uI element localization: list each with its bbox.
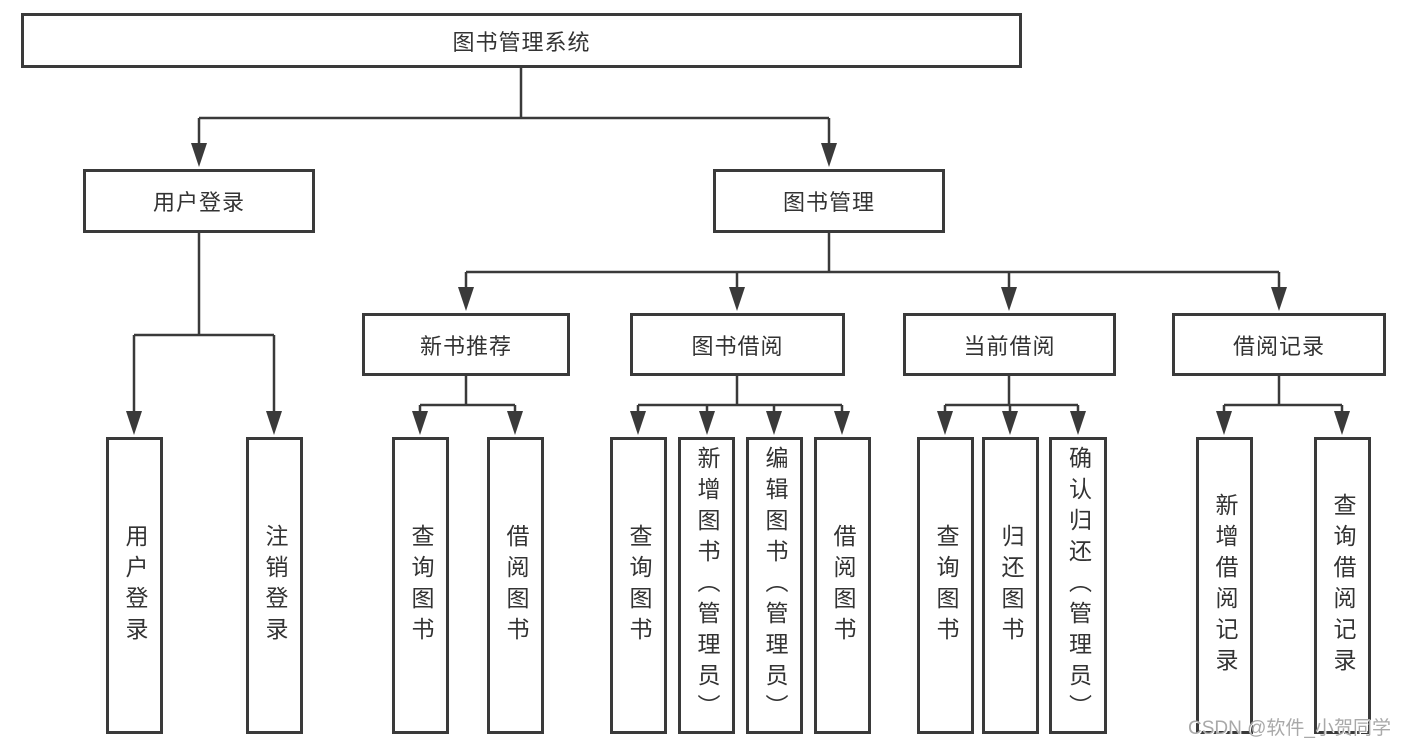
csdn-watermark: CSDN @软件_小贺同学 (1188, 718, 1391, 739)
node-label: 借阅记录 (1232, 333, 1325, 359)
node-label: 图书管理 (782, 190, 875, 215)
arrowheads (126, 143, 1350, 435)
node-book-borrowing: 图书借阅 (630, 313, 845, 376)
leaf-edit-books-admin: 编辑图书（管理员） (746, 437, 803, 734)
node-user-login: 用户登录 (83, 169, 315, 233)
leaf-return-books: 归还图书 (982, 437, 1039, 734)
leaf-query-books-current: 查询图书 (917, 437, 974, 734)
node-label: 新书推荐 (419, 333, 512, 359)
leaf-confirm-return-admin: 确认归还（管理员） (1049, 437, 1107, 734)
leaf-borrow-books-borrow: 借阅图书 (814, 437, 871, 734)
node-label: 当前借阅 (963, 333, 1056, 359)
node-label: 用户登录 (152, 190, 245, 215)
node-borrowing-records: 借阅记录 (1172, 313, 1386, 376)
leaf-query-borrow-record: 查询借阅记录 (1314, 437, 1371, 734)
node-book-management: 图书管理 (713, 169, 945, 233)
node-new-book-recommendation: 新书推荐 (362, 313, 570, 376)
leaf-add-borrow-record: 新增借阅记录 (1196, 437, 1253, 734)
node-current-borrowing: 当前借阅 (903, 313, 1116, 376)
leaf-add-books-admin: 新增图书（管理员） (678, 437, 735, 734)
node-library-management-system: 图书管理系统 (21, 13, 1022, 68)
leaf-borrow-books-recommend: 借阅图书 (487, 437, 544, 734)
node-label: 图书管理系统 (452, 29, 591, 55)
leaf-user-login: 用户登录 (106, 437, 163, 734)
leaf-query-books-borrow: 查询图书 (610, 437, 667, 734)
leaf-query-books-recommend: 查询图书 (392, 437, 449, 734)
node-label: 图书借阅 (691, 333, 784, 359)
leaf-logout: 注销登录 (246, 437, 303, 734)
